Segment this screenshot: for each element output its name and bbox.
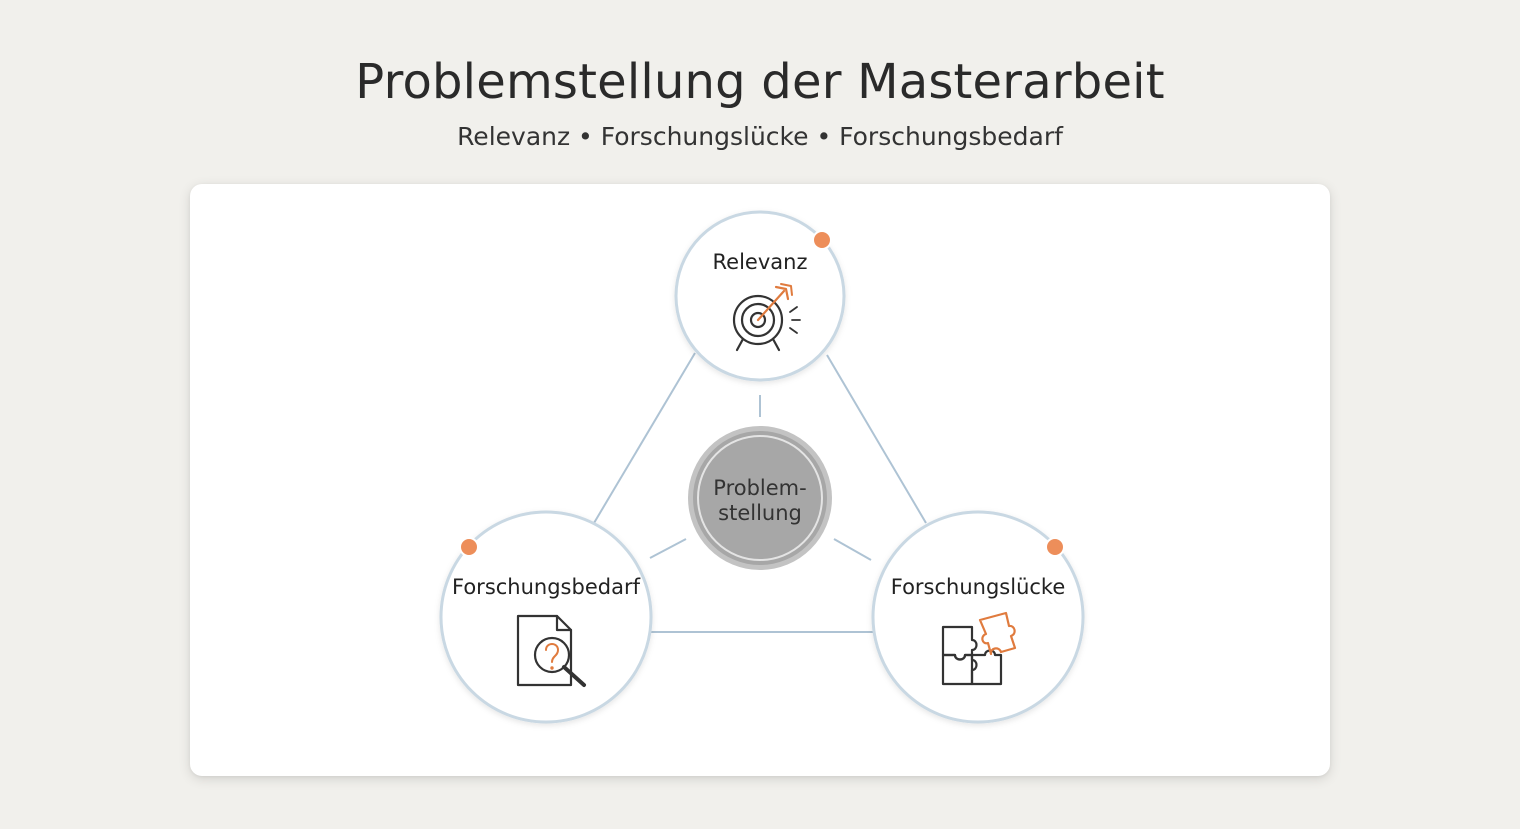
page-title: Problemstellung der Masterarbeit <box>355 54 1165 110</box>
node-label-relevanz: Relevanz <box>713 250 808 274</box>
accent-dot <box>459 537 479 557</box>
connector-relevanz-forschungsbedarf <box>593 352 696 524</box>
node-forschungsbedarf: Forschungsbedarf <box>439 510 653 724</box>
connector-relevanz-forschungsluecke <box>826 354 927 524</box>
node-relevanz: Relevanz <box>674 210 846 382</box>
hub-node: Problem- stellung <box>688 426 832 570</box>
node-forschungsluecke: Forschungslücke <box>871 510 1085 724</box>
hub-label-line1: Problem- <box>713 476 806 500</box>
target-icon <box>732 283 801 352</box>
connector-hub-bedarf <box>649 538 687 559</box>
puzzle-icon <box>941 611 1017 686</box>
document-search-icon <box>516 614 586 687</box>
page-subtitle: Relevanz • Forschungslücke • Forschungsb… <box>457 122 1063 151</box>
connector-hub-luecke <box>833 538 872 561</box>
hub-label-line2: stellung <box>718 501 802 525</box>
node-label-forschungsluecke: Forschungslücke <box>891 575 1066 599</box>
accent-dot <box>1045 537 1065 557</box>
accent-dot <box>812 230 832 250</box>
connectors <box>593 352 927 633</box>
node-label-forschungsbedarf: Forschungsbedarf <box>452 575 641 599</box>
